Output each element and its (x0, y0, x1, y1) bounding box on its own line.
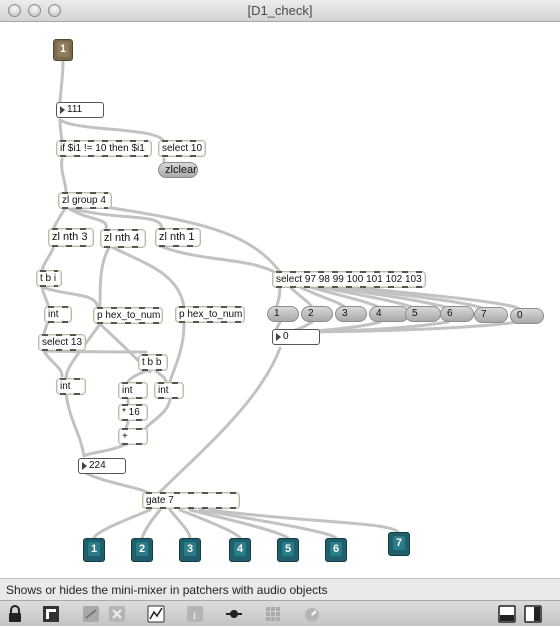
t-b-i-object[interactable]: t b i (36, 270, 62, 287)
outlet-4-label: 4 (234, 542, 246, 556)
number-box-224[interactable]: 224 (78, 458, 126, 474)
clear-icon[interactable] (108, 605, 126, 623)
message-2[interactable]: 2 (301, 306, 333, 322)
p-hex-to-num-1[interactable]: p hex_to_num (93, 307, 163, 324)
outlet-1-label: 1 (88, 542, 100, 556)
zl-nth-3-object[interactable]: zl nth 3 (48, 228, 94, 247)
outlet-7[interactable]: 7 (388, 532, 410, 556)
message-6[interactable]: 6 (440, 306, 474, 322)
outlet-2[interactable]: 2 (131, 538, 153, 562)
select-13-object[interactable]: select 13 (38, 334, 86, 351)
zl-nth-1-object[interactable]: zl nth 1 (155, 228, 201, 247)
outlet-2-label: 2 (136, 542, 148, 556)
times-16-object[interactable]: * 16 (118, 404, 148, 421)
outlet-1[interactable]: 1 (83, 538, 105, 562)
int-object-a[interactable]: int (44, 306, 72, 323)
select-10-object[interactable]: select 10 (158, 140, 206, 157)
t-b-b-object[interactable]: t b b (138, 354, 168, 371)
select-97-103-object[interactable]: select 97 98 99 100 101 102 103 (272, 271, 426, 288)
window-title: [D1_check] (247, 3, 313, 18)
outlet-5[interactable]: 5 (277, 538, 299, 562)
zlclear-message[interactable]: zlclear (158, 162, 198, 178)
inlet-1-label: 1 (57, 42, 69, 57)
info-icon[interactable]: i (186, 605, 204, 623)
status-bar: Shows or hides the mini-mixer in patcher… (0, 578, 560, 600)
title-bar: [D1_check] (0, 0, 560, 22)
message-4[interactable]: 4 (369, 306, 409, 322)
int-object-c[interactable]: int (118, 382, 148, 399)
int-object-d[interactable]: int (154, 382, 184, 399)
int-object-b[interactable]: int (56, 378, 86, 395)
patch-cords-icon[interactable] (82, 605, 100, 623)
left-panel-icon[interactable] (498, 605, 516, 623)
grid-icon[interactable] (264, 605, 282, 623)
patcher-canvas[interactable]: 1 111 if $i1 != 10 then $i1 select 10 zl… (0, 22, 560, 578)
message-7[interactable]: 7 (474, 307, 508, 323)
right-panel-icon[interactable] (524, 605, 542, 623)
outlet-6-label: 6 (330, 542, 342, 556)
plus-object[interactable]: + (118, 428, 148, 445)
snap-icon[interactable] (225, 605, 243, 623)
outlet-4[interactable]: 4 (229, 538, 251, 562)
debug-icon[interactable] (303, 605, 321, 623)
inlet-1[interactable]: 1 (53, 39, 73, 61)
number-box-111[interactable]: 111 (56, 102, 104, 118)
lock-icon[interactable] (6, 605, 24, 623)
if-object[interactable]: if $i1 != 10 then $i1 (56, 140, 152, 157)
close-window-button[interactable] (8, 4, 21, 17)
message-0[interactable]: 0 (510, 308, 544, 324)
svg-text:i: i (193, 610, 196, 622)
number-box-0[interactable]: 0 (272, 329, 320, 345)
minimize-window-button[interactable] (28, 4, 41, 17)
zoom-window-button[interactable] (48, 4, 61, 17)
inspector-icon[interactable] (147, 605, 165, 623)
presentation-icon[interactable] (42, 605, 60, 623)
outlet-7-label: 7 (393, 536, 405, 550)
message-1[interactable]: 1 (267, 306, 299, 322)
gate-7-object[interactable]: gate 7 (142, 492, 240, 509)
message-5[interactable]: 5 (405, 306, 441, 322)
outlet-5-label: 5 (282, 542, 294, 556)
outlet-3[interactable]: 3 (179, 538, 201, 562)
outlet-3-label: 3 (184, 542, 196, 556)
p-hex-to-num-2[interactable]: p hex_to_num (175, 306, 245, 323)
message-3[interactable]: 3 (335, 306, 367, 322)
outlet-6[interactable]: 6 (325, 538, 347, 562)
zl-group-object[interactable]: zl group 4 (58, 192, 112, 209)
bottom-toolbar: i (0, 600, 560, 626)
zl-nth-4-object[interactable]: zl nth 4 (100, 229, 146, 248)
